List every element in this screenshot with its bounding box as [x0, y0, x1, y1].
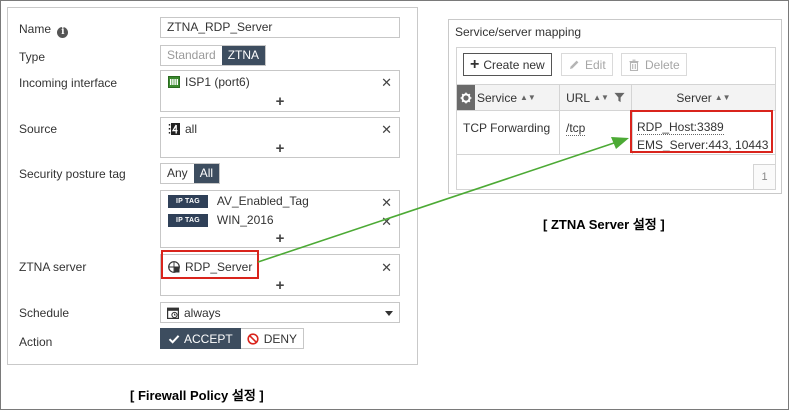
source-label: Source: [19, 122, 58, 136]
sort-icon: ▲▼: [520, 93, 536, 102]
accept-label: ACCEPT: [184, 331, 233, 346]
source-entry: all: [168, 122, 197, 136]
close-icon[interactable]: ✕: [381, 214, 392, 229]
delete-button[interactable]: Delete: [621, 53, 687, 76]
column-service-label: Service: [477, 90, 518, 105]
table-row[interactable]: TCP Forwarding /tcp RDP_Host:3389 EMS_Se…: [457, 111, 775, 155]
deny-label: DENY: [263, 331, 298, 346]
tag-entry: IP TAG WIN_2016: [168, 213, 274, 227]
column-divider: [632, 111, 633, 155]
column-url[interactable]: URL ▲▼: [560, 85, 632, 110]
plus-icon[interactable]: +: [275, 277, 285, 294]
check-icon: [168, 334, 180, 344]
filter-icon[interactable]: [614, 92, 625, 103]
column-server[interactable]: Server ▲▼: [632, 85, 775, 110]
incoming-interface-field[interactable]: ISP1 (port6) ✕ +: [160, 70, 400, 112]
gear-icon-cell[interactable]: [457, 85, 475, 110]
chevron-down-icon[interactable]: [385, 311, 393, 316]
deny-icon: [247, 332, 259, 345]
name-input[interactable]: ZTNA_RDP_Server: [160, 17, 400, 38]
mapping-title: Service/server mapping: [455, 25, 582, 39]
plus-icon[interactable]: +: [275, 93, 285, 110]
close-icon[interactable]: ✕: [381, 75, 392, 90]
gear-icon: [460, 92, 472, 103]
ztna-server-label: ZTNA server: [19, 260, 87, 274]
edit-button[interactable]: Edit: [561, 53, 613, 76]
address-icon: [168, 123, 180, 135]
info-icon[interactable]: i: [57, 27, 69, 38]
action-label: Action: [19, 335, 53, 349]
posture-toggle: Any All: [160, 163, 221, 184]
column-server-label: Server: [676, 90, 712, 105]
interface-icon: [168, 76, 180, 88]
create-new-button[interactable]: + Create new: [463, 53, 552, 76]
schedule-label: Schedule: [19, 306, 70, 320]
trash-icon: [629, 59, 639, 71]
posture-any-button[interactable]: Any: [161, 164, 194, 183]
ztna-server-icon: [168, 261, 180, 273]
firewall-policy-caption: [ Firewall Policy 설정 ]: [130, 388, 264, 403]
ztna-server-caption: [ ZTNA Server 설정 ]: [543, 217, 665, 232]
deny-button[interactable]: DENY: [240, 328, 305, 349]
schedule-icon: [167, 307, 179, 319]
ip-tag-badge: IP TAG: [168, 194, 208, 208]
tag-name: AV_Enabled_Tag: [216, 194, 309, 208]
action-toggle: ACCEPT DENY: [160, 328, 305, 349]
type-toggle: Standard ZTNA: [160, 45, 267, 66]
ip-tag-badge: IP TAG: [168, 213, 208, 227]
name-label-text: Name: [19, 22, 52, 36]
schedule-select[interactable]: always: [160, 302, 400, 323]
edit-icon: [570, 60, 579, 69]
name-label: Name i: [19, 22, 69, 38]
server-cell[interactable]: RDP_Host:3389: [637, 120, 724, 135]
accept-button[interactable]: ACCEPT: [160, 328, 241, 349]
plus-icon[interactable]: +: [275, 230, 285, 247]
column-url-label: URL: [566, 90, 591, 105]
source-value: all: [185, 122, 198, 136]
tag-entry: IP TAG AV_Enabled_Tag: [168, 194, 309, 208]
column-divider: [559, 111, 560, 155]
sort-icon: ▲▼: [714, 93, 731, 102]
plus-icon[interactable]: +: [275, 140, 285, 157]
firewall-policy-panel: Name i ZTNA_RDP_Server Type Standard ZTN…: [7, 7, 418, 365]
sort-icon: ▲▼: [593, 93, 609, 102]
ztna-server-entry: RDP_Server: [168, 260, 252, 274]
posture-all-button[interactable]: All: [193, 164, 220, 183]
close-icon[interactable]: ✕: [381, 122, 392, 137]
close-icon[interactable]: ✕: [381, 195, 392, 210]
mapping-table: + Create new Edit Delete Se: [456, 47, 776, 190]
tag-name: WIN_2016: [216, 213, 274, 227]
ztna-server-value: RDP_Server: [185, 260, 253, 274]
page-number[interactable]: 1: [753, 164, 775, 189]
type-standard-button[interactable]: Standard: [161, 46, 222, 65]
ztna-server-highlight: [161, 250, 259, 279]
create-new-label: Create new: [483, 57, 545, 72]
url-cell[interactable]: /tcp: [566, 121, 586, 136]
service-cell: TCP Forwarding: [463, 121, 551, 135]
delete-label: Delete: [645, 57, 680, 72]
plus-icon: +: [470, 55, 480, 73]
incoming-interface-value: ISP1 (port6): [185, 75, 250, 89]
incoming-interface-label: Incoming interface: [19, 76, 118, 90]
security-posture-label: Security posture tag: [19, 167, 126, 181]
incoming-interface-entry: ISP1 (port6): [168, 75, 250, 89]
type-label: Type: [19, 50, 46, 64]
table-header: Service ▲▼ URL ▲▼ Server ▲▼: [457, 84, 775, 111]
close-icon[interactable]: ✕: [381, 260, 392, 275]
schedule-value: always: [184, 305, 221, 320]
column-service[interactable]: Service ▲▼: [475, 85, 560, 110]
source-field[interactable]: all ✕ +: [160, 117, 400, 158]
type-ztna-button[interactable]: ZTNA: [221, 46, 266, 65]
posture-tags-field[interactable]: IP TAG AV_Enabled_Tag ✕ IP TAG WIN_2016 …: [160, 190, 400, 248]
server-highlight: [630, 110, 773, 153]
edit-label: Edit: [585, 57, 606, 72]
service-mapping-panel: Service/server mapping + Create new Edit…: [448, 19, 782, 194]
